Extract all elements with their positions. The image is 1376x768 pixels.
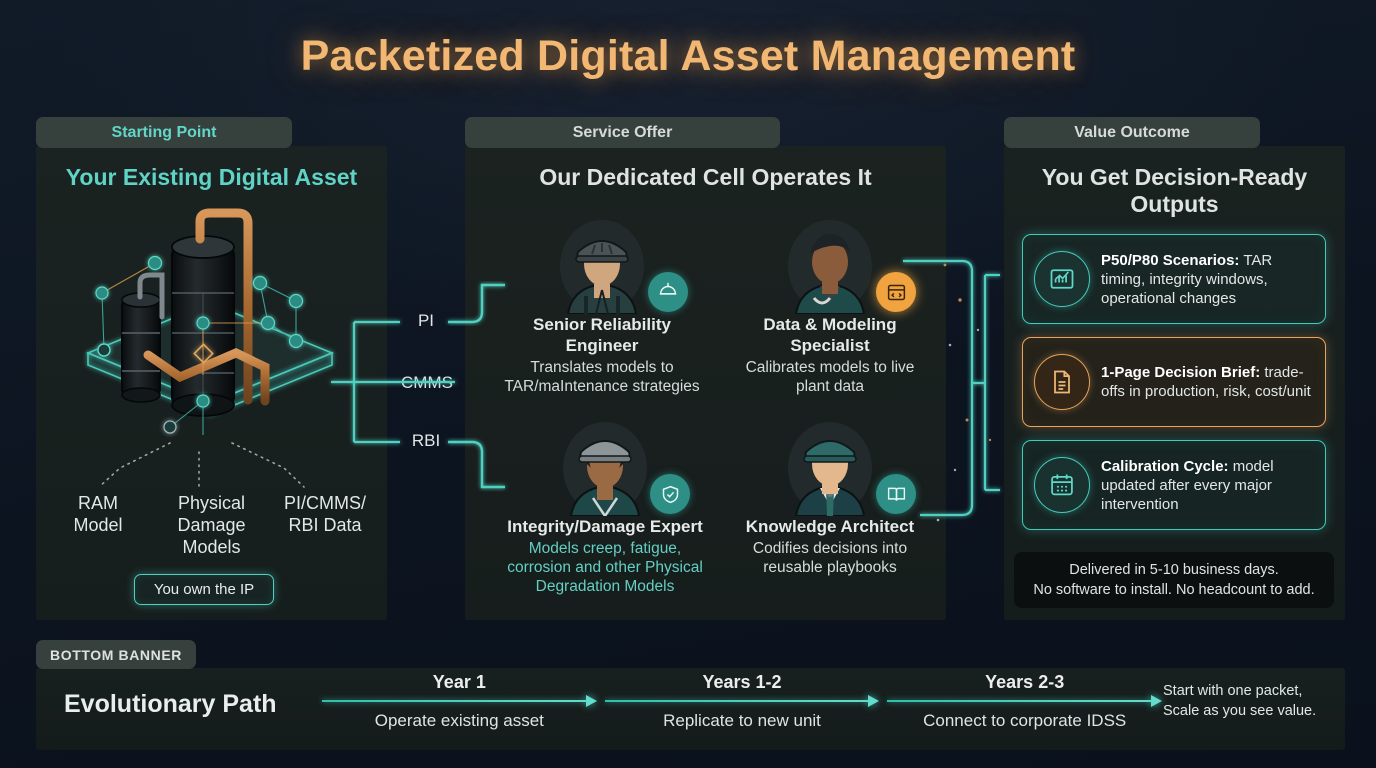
outcome-card-title: 1-Page Decision Brief:: [1101, 364, 1261, 381]
delivery-note-line2: No software to install. No headcount to …: [1033, 582, 1315, 598]
step-action: Connect to corporate IDSS: [923, 711, 1127, 730]
scale-note-line1: Start with one packet,: [1163, 683, 1303, 699]
outcome-card-calibration: Calibration Cycle: model updated after e…: [1022, 440, 1326, 530]
role-integrity-damage-expert: Integrity/Damage Expert Models creep, fa…: [496, 420, 714, 596]
delivery-note-line1: Delivered in 5-10 business days.: [1069, 562, 1279, 578]
step-arrow-icon: [604, 696, 880, 707]
avatar-senior-reliability-engineer: [502, 218, 702, 314]
heading-value-outcome: You Get Decision-Ready Outputs: [1041, 164, 1308, 217]
ip-ownership-chip: You own the IP: [134, 574, 274, 605]
role-description: Translates models to TAR/maIntenance str…: [504, 359, 700, 395]
outcome-card-text: Calibration Cycle: model updated after e…: [1101, 457, 1314, 514]
outcome-card-text: 1-Page Decision Brief: trade-offs in pro…: [1101, 363, 1314, 401]
role-description: Models creep, fatigue, corrosion and oth…: [507, 540, 703, 595]
badge-book-icon: [876, 474, 916, 514]
role-knowledge-architect: Knowledge Architect Codifies decisions i…: [730, 420, 930, 577]
step-arrow-icon: [887, 696, 1162, 707]
outcome-card-text: P50/P80 Scenarios: TAR timing, integrity…: [1101, 251, 1314, 308]
outcome-card-scenarios: P50/P80 Scenarios: TAR timing, integrity…: [1022, 234, 1326, 324]
connector-label-rbi: RBI: [411, 431, 441, 450]
pill-value-outcome: Value Outcome: [1004, 117, 1260, 148]
evolution-step: Years 1-2 Replicate to new unit: [604, 672, 880, 742]
step-period: Years 1-2: [702, 672, 782, 692]
bottom-banner: [36, 668, 1345, 750]
avatar-data-modeling-specialist: [730, 218, 930, 314]
badge-code-window-icon: [876, 272, 916, 312]
outcome-card-title: P50/P80 Scenarios:: [1101, 251, 1240, 269]
outcome-card-title: Calibration Cycle:: [1101, 457, 1229, 475]
step-action: Operate existing asset: [374, 711, 544, 730]
pill-bottom-banner: BOTTOM BANNER: [36, 640, 196, 669]
industrial-plant-illustration: [60, 205, 360, 445]
scale-note: Start with one packet, Scale as you see …: [1163, 681, 1343, 721]
connector-label-pi: PI: [417, 311, 435, 330]
role-description: Codifies decisions into reusable playboo…: [752, 540, 908, 576]
step-period: Years 2-3: [985, 672, 1065, 692]
outcome-card-body: TAR timing, integrity windows, operation…: [1101, 251, 1273, 307]
evolution-step: Years 2-3 Connect to corporate IDSS: [887, 672, 1162, 742]
pill-starting-point: Starting Point: [36, 117, 292, 148]
step-action: Replicate to new unit: [663, 711, 821, 730]
badge-shield-check-icon: [650, 474, 690, 514]
scale-note-line2: Scale as you see value.: [1163, 703, 1317, 719]
calendar-icon: [1034, 457, 1090, 513]
outcome-card-body: model updated after every major interven…: [1101, 457, 1274, 513]
role-name: Data & Modeling Specialist: [763, 315, 897, 355]
outcome-card-body: trade-offs in production, risk, cost/uni…: [1101, 364, 1311, 400]
step-arrow-icon: [322, 696, 597, 707]
role-description: Calibrates models to live plant data: [745, 359, 915, 395]
heading-service-offer: Our Dedicated Cell Operates It: [539, 164, 872, 190]
role-data-modeling-specialist: Data & Modeling Specialist Calibrates mo…: [730, 218, 930, 396]
outcome-card-decision-brief: 1-Page Decision Brief: trade-offs in pro…: [1022, 337, 1326, 427]
delivery-note: Delivered in 5-10 business days. No soft…: [1014, 552, 1334, 608]
evolutionary-path-title: Evolutionary Path: [64, 690, 277, 718]
evolution-step: Year 1 Operate existing asset: [322, 672, 597, 742]
pill-service-offer: Service Offer: [465, 117, 780, 148]
role-name: Senior Reliability Engineer: [533, 315, 671, 355]
role-senior-reliability-engineer: Senior Reliability Engineer Translates m…: [502, 218, 702, 396]
role-name: Knowledge Architect: [745, 517, 915, 536]
asset-label-data: PI/CMMS/RBI Data: [283, 493, 366, 535]
panel-service-offer: [465, 146, 946, 620]
role-name: Integrity/Damage Expert: [507, 517, 703, 536]
avatar-integrity-damage-expert: [496, 420, 714, 516]
avatar-knowledge-architect: [730, 420, 930, 516]
page-title: Packetized Digital Asset Management: [300, 32, 1076, 80]
step-period: Year 1: [432, 672, 486, 692]
badge-hardhat-icon: [648, 272, 688, 312]
evolution-steps: Year 1 Operate existing asset Years 1-2 …: [322, 672, 1162, 742]
chart-bars-icon: [1034, 251, 1090, 307]
connector-label-cmms: CMMS: [401, 373, 453, 392]
document-icon: [1034, 354, 1090, 410]
heading-starting-point: Your Existing Digital Asset: [65, 164, 358, 190]
